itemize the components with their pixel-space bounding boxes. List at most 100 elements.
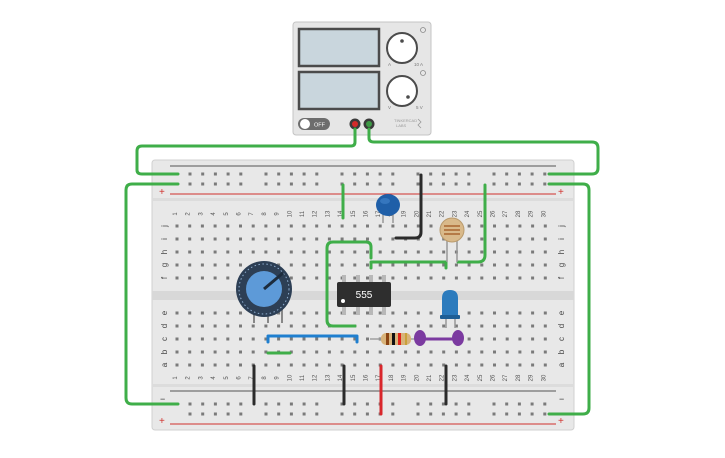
breadboard-hole[interactable] — [517, 182, 521, 186]
breadboard-hole[interactable] — [226, 172, 230, 176]
breadboard-hole[interactable] — [429, 324, 433, 328]
breadboard-hole[interactable] — [200, 363, 204, 367]
breadboard-hole[interactable] — [518, 311, 522, 315]
breadboard-hole[interactable] — [416, 172, 420, 176]
breadboard-hole[interactable] — [467, 250, 471, 254]
breadboard-hole[interactable] — [251, 350, 255, 354]
breadboard-hole[interactable] — [340, 402, 344, 406]
breadboard-hole[interactable] — [365, 412, 369, 416]
breadboard-hole[interactable] — [353, 363, 357, 367]
breadboard-hole[interactable] — [467, 276, 471, 280]
wire-supply-negative[interactable] — [135, 127, 357, 176]
breadboard-hole[interactable] — [213, 311, 217, 315]
wire-green-loop[interactable] — [325, 240, 373, 328]
breadboard-hole[interactable] — [264, 172, 268, 176]
breadboard-hole[interactable] — [493, 237, 496, 241]
breadboard-hole[interactable] — [200, 263, 204, 267]
breadboard-hole[interactable] — [391, 350, 395, 354]
breadboard-hole[interactable] — [366, 311, 369, 315]
breadboard-hole[interactable] — [188, 363, 192, 367]
breadboard-hole[interactable] — [213, 250, 217, 254]
power-supply[interactable]: A 10 A V 5 V OFF TINKERCAD LABS — [292, 21, 432, 136]
breadboard-hole[interactable] — [226, 182, 230, 186]
breadboard-hole[interactable] — [315, 363, 319, 367]
photoresistor[interactable] — [439, 217, 465, 262]
breadboard-hole[interactable] — [416, 276, 420, 280]
breadboard-hole[interactable] — [226, 412, 230, 416]
breadboard-hole[interactable] — [378, 276, 382, 280]
breadboard-hole[interactable] — [366, 263, 369, 267]
breadboard-hole[interactable] — [200, 250, 204, 254]
wire-black-top[interactable] — [394, 173, 423, 240]
breadboard-hole[interactable] — [378, 250, 382, 254]
breadboard-hole[interactable] — [302, 224, 306, 228]
breadboard-hole[interactable] — [365, 182, 369, 186]
breadboard-hole[interactable] — [277, 263, 281, 267]
led-purple-body-right[interactable] — [452, 330, 464, 346]
breadboard-hole[interactable] — [531, 250, 535, 254]
breadboard-hole[interactable] — [188, 402, 192, 406]
breadboard-hole[interactable] — [226, 237, 230, 241]
breadboard-hole[interactable] — [213, 363, 217, 367]
breadboard-hole[interactable] — [442, 263, 446, 267]
breadboard-hole[interactable] — [213, 276, 217, 280]
breadboard-hole[interactable] — [391, 412, 395, 416]
breadboard-hole[interactable] — [239, 182, 243, 186]
breadboard-hole[interactable] — [505, 250, 509, 254]
breadboard-hole[interactable] — [429, 182, 433, 186]
breadboard-hole[interactable] — [315, 250, 319, 254]
breadboard-hole[interactable] — [239, 263, 242, 267]
breadboard-hole[interactable] — [277, 237, 281, 241]
breadboard-hole[interactable] — [327, 276, 331, 280]
breadboard-hole[interactable] — [264, 363, 268, 367]
breadboard-hole[interactable] — [315, 402, 319, 406]
breadboard-hole[interactable] — [277, 412, 281, 416]
breadboard-hole[interactable] — [188, 237, 192, 241]
breadboard-hole[interactable] — [289, 250, 293, 254]
breadboard-hole[interactable] — [200, 324, 204, 328]
breadboard-hole[interactable] — [213, 402, 217, 406]
breadboard-hole[interactable] — [327, 237, 331, 241]
breadboard-hole[interactable] — [175, 363, 179, 367]
breadboard-hole[interactable] — [327, 363, 331, 367]
breadboard-hole[interactable] — [378, 350, 382, 354]
breadboard-hole[interactable] — [378, 224, 382, 228]
led-purple[interactable] — [414, 330, 464, 346]
breadboard-hole[interactable] — [454, 402, 458, 406]
breadboard-hole[interactable] — [416, 412, 420, 416]
breadboard-hole[interactable] — [531, 337, 535, 341]
breadboard-hole[interactable] — [264, 237, 268, 241]
breadboard-hole[interactable] — [188, 311, 192, 315]
breadboard-hole[interactable] — [200, 337, 204, 341]
breadboard-hole[interactable] — [200, 350, 204, 354]
breadboard-hole[interactable] — [315, 172, 319, 176]
breadboard-hole[interactable] — [264, 324, 268, 328]
breadboard-hole[interactable] — [493, 250, 496, 254]
breadboard-hole[interactable] — [429, 311, 433, 315]
breadboard-hole[interactable] — [251, 324, 255, 328]
breadboard-hole[interactable] — [467, 182, 471, 186]
breadboard-hole[interactable] — [289, 224, 293, 228]
breadboard-hole[interactable] — [353, 311, 357, 315]
breadboard-hole[interactable] — [226, 263, 230, 267]
breadboard-hole[interactable] — [531, 263, 535, 267]
breadboard-hole[interactable] — [505, 182, 509, 186]
wire-right-rail-tie[interactable] — [547, 182, 591, 416]
breadboard-hole[interactable] — [480, 324, 484, 328]
breadboard-hole[interactable] — [505, 224, 509, 228]
breadboard-hole[interactable] — [467, 224, 471, 228]
breadboard-hole[interactable] — [302, 363, 306, 367]
breadboard-hole[interactable] — [327, 250, 331, 254]
breadboard-hole[interactable] — [239, 363, 242, 367]
breadboard-hole[interactable] — [264, 250, 268, 254]
breadboard-hole[interactable] — [429, 263, 433, 267]
breadboard-hole[interactable] — [543, 311, 547, 315]
breadboard-hole[interactable] — [493, 363, 496, 367]
breadboard-hole[interactable] — [340, 412, 344, 416]
breadboard-hole[interactable] — [442, 276, 446, 280]
breadboard-hole[interactable] — [429, 250, 433, 254]
breadboard-hole[interactable] — [264, 337, 268, 341]
breadboard-hole[interactable] — [429, 412, 433, 416]
capacitor-body[interactable] — [376, 194, 400, 216]
